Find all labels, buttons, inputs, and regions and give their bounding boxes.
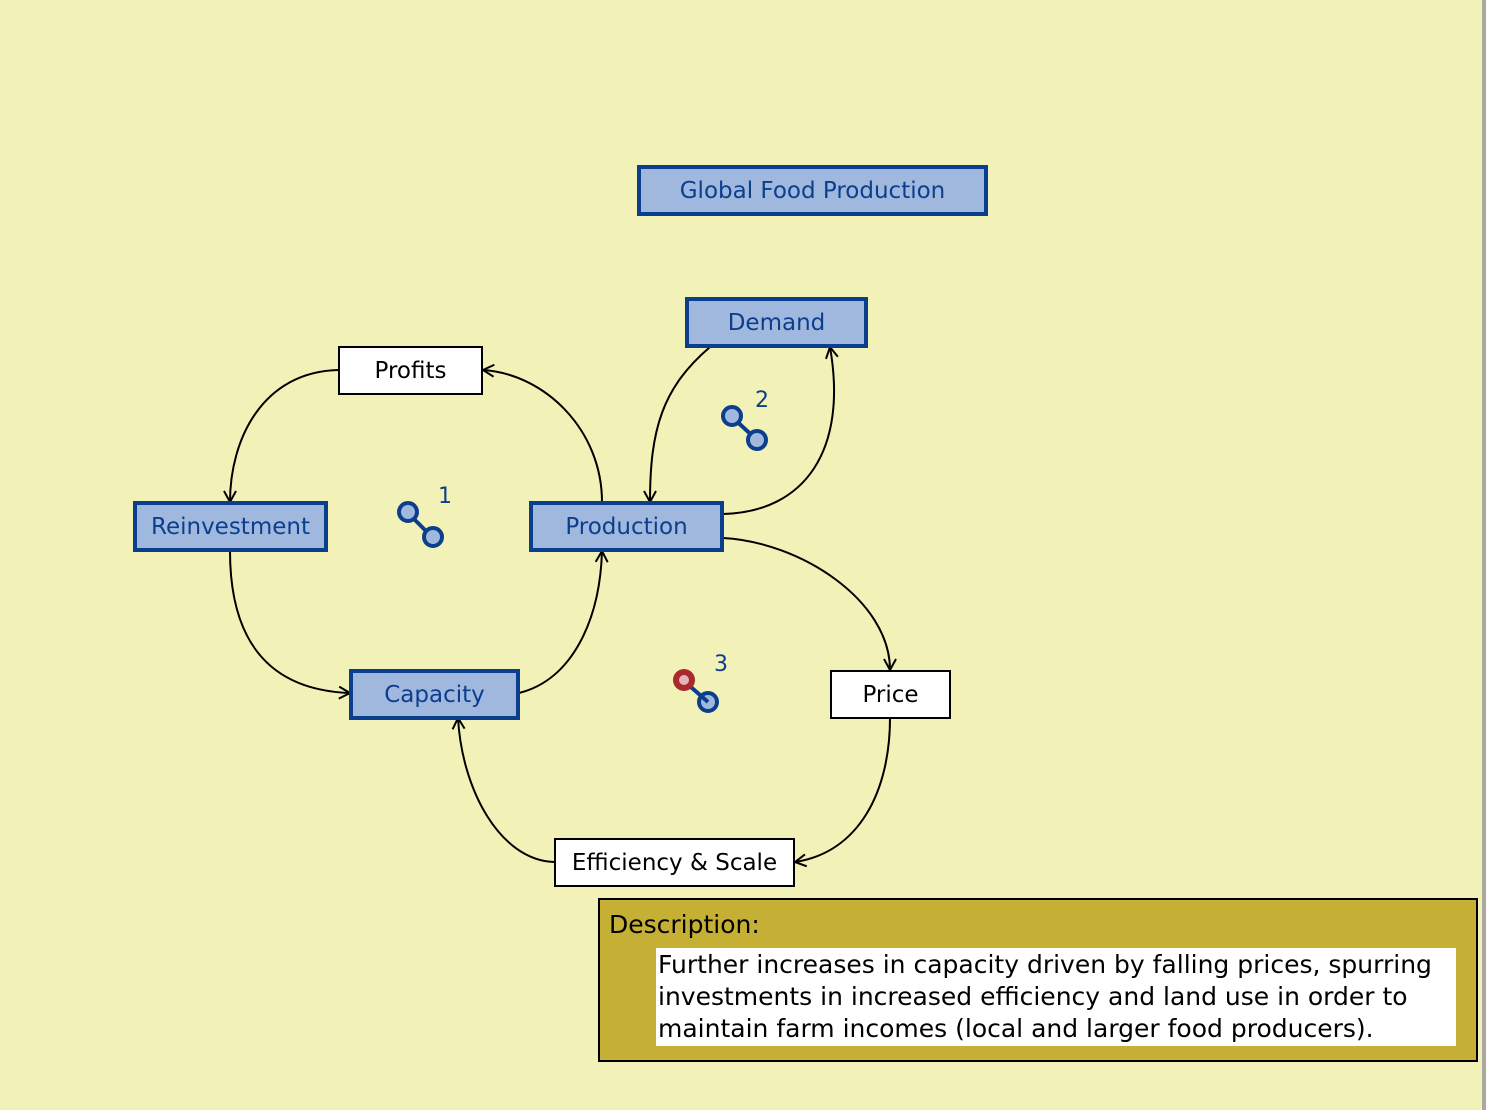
- node-capacity[interactable]: Capacity: [349, 669, 520, 720]
- tooltip-title: Description:: [609, 910, 760, 939]
- link-price-efficiency[interactable]: [795, 717, 891, 862]
- link-demand-production[interactable]: [650, 346, 711, 502]
- node-efficiency-scale[interactable]: Efficiency & Scale: [554, 838, 795, 887]
- node-price[interactable]: Price: [830, 670, 951, 719]
- loop-icon-2[interactable]: [721, 405, 768, 451]
- loop-label-2: 2: [755, 388, 769, 413]
- link-production-demand[interactable]: [722, 347, 834, 515]
- link-production-price[interactable]: [722, 537, 890, 670]
- loop-icon-1[interactable]: [397, 501, 444, 548]
- loop-icon-3[interactable]: [673, 669, 719, 713]
- link-reinvestment-capacity[interactable]: [229, 550, 350, 693]
- title-node[interactable]: Global Food Production: [637, 165, 988, 216]
- tooltip-body: Further increases in capacity driven by …: [656, 948, 1456, 1046]
- link-production-profits[interactable]: [483, 370, 603, 503]
- node-profits[interactable]: Profits: [338, 346, 483, 395]
- node-demand[interactable]: Demand: [685, 297, 868, 348]
- link-efficiency-capacity[interactable]: [458, 718, 555, 863]
- description-tooltip: Description: Further increases in capaci…: [598, 898, 1478, 1062]
- link-capacity-production[interactable]: [518, 551, 602, 694]
- loop-label-3: 3: [714, 652, 728, 677]
- link-profits-reinvestment[interactable]: [230, 369, 339, 502]
- node-production[interactable]: Production: [529, 501, 724, 552]
- canvas-edge: [1482, 0, 1486, 1110]
- node-reinvestment[interactable]: Reinvestment: [133, 501, 328, 552]
- loop-label-1: 1: [438, 484, 452, 509]
